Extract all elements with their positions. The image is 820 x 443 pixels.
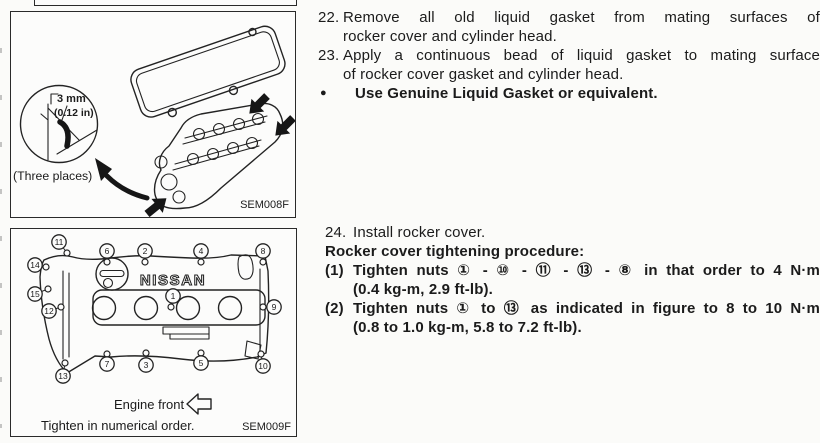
nut-label-circle	[99, 356, 115, 372]
substep-text-line: (0.4 kg-m, 2.9 ft-lb).	[353, 281, 493, 298]
step-24: 24. Install rocker cover.	[325, 223, 820, 242]
nut-stud	[141, 258, 149, 266]
nut-label-number: 6	[105, 246, 110, 256]
nut-stud	[103, 258, 111, 266]
step-text-line: of rocker cover gasket and cylinder head…	[343, 66, 624, 83]
step-text-line: rocker cover and cylinder head.	[343, 28, 557, 45]
engine-front-arrow-icon	[186, 393, 212, 415]
step-22: 22. Remove all old liquid gasket from ma…	[318, 8, 820, 46]
substep-text-line: Tighten nuts ① - ⑩ - ⑪ - ⑬ - ⑧ in that o…	[353, 262, 820, 279]
substep-text-line: Tighten nuts ① to ⑬ as indicated in figu…	[353, 300, 820, 317]
nut-stud	[167, 303, 175, 311]
nut-label-circle	[27, 286, 43, 302]
nut-stud	[259, 303, 267, 311]
nut-label-circle	[193, 355, 209, 371]
figure-liquid-gasket: 3 mm (0.12 in) (Three places) SEM008F	[10, 11, 296, 218]
substep-1: (1) Tighten nuts ① - ⑩ - ⑪ - ⑬ - ⑧ in th…	[325, 261, 820, 299]
nut-label-circle	[266, 299, 282, 315]
nut-label-circle	[27, 257, 43, 273]
cylinder-head-illustration	[153, 102, 284, 210]
bullet-note: ● Use Genuine Liquid Gasket or equivalen…	[318, 84, 820, 103]
rocker-cover-outline	[39, 254, 270, 374]
step-text-line: Install rocker cover.	[353, 224, 486, 241]
nut-label-number: 4	[199, 246, 204, 256]
step-text-line: Apply a continuous bead of liquid gasket…	[343, 47, 820, 64]
nut-label-number: 14	[30, 260, 40, 270]
substep-2: (2) Tighten nuts ① to ⑬ as indicated in …	[325, 299, 820, 337]
nut-stud	[197, 349, 205, 357]
nut-label-number: 3	[144, 360, 149, 370]
previous-figure-edge	[34, 0, 297, 6]
three-places-note: (Three places)	[13, 169, 92, 183]
bead-size-label-inches: (0.12 in)	[54, 107, 94, 119]
nut-label-circle	[137, 243, 153, 259]
engine-front-label: Engine front	[114, 397, 184, 412]
step-text-line: Remove all old liquid gasket from mating…	[343, 9, 820, 26]
instructions-lower: 24. Install rocker cover. Rocker cover t…	[325, 223, 820, 337]
step-23: 23. Apply a continuous bead of liquid ga…	[318, 46, 820, 84]
nut-stud	[44, 285, 52, 293]
substep-number: (2)	[325, 300, 344, 317]
nut-label-circle	[138, 357, 154, 373]
nut-stud	[63, 249, 71, 257]
gasket-point-arrow-right	[275, 115, 295, 136]
nut-label-number: 11	[55, 237, 64, 247]
bullet-icon: ●	[320, 87, 327, 99]
nut-label-number: 12	[44, 306, 54, 316]
nut-stud	[42, 263, 50, 271]
nut-label-circle	[193, 243, 209, 259]
nut-label-circle	[51, 234, 67, 250]
nut-label-number: 1	[171, 291, 176, 301]
nut-label-circle	[41, 303, 57, 319]
nut-label-number: 13	[58, 371, 68, 381]
gasket-point-arrow-bottom	[144, 198, 167, 217]
nut-label-number: 2	[143, 246, 148, 256]
figure-code-bottom: SEM009F	[242, 421, 291, 433]
nut-stud	[259, 258, 267, 266]
substep-number: (1)	[325, 262, 344, 279]
nut-label-circle	[255, 358, 271, 374]
nut-label-circle	[99, 243, 115, 259]
oil-filler-cap	[95, 257, 129, 291]
figure-code-top: SEM008F	[240, 199, 289, 211]
procedure-heading: Rocker cover tightening procedure:	[325, 243, 585, 260]
step-number: 22.	[318, 9, 340, 26]
scan-binding-marks	[0, 48, 2, 428]
nut-label-circle	[255, 243, 271, 259]
nut-stud	[103, 350, 111, 358]
nut-stud	[57, 303, 65, 311]
bead-size-label: 3 mm	[57, 93, 86, 105]
nut-label-circle	[165, 288, 181, 304]
gasket-outline	[130, 25, 286, 118]
gasket-point-arrow-top	[249, 93, 270, 114]
step-number: 23.	[318, 47, 340, 64]
figure-caption: Tighten in numerical order.	[41, 418, 194, 433]
gasket-bead	[57, 119, 71, 149]
liquid-gasket-diagram: 3 mm (0.12 in) (Three places) SEM008F	[13, 25, 295, 217]
nut-stud	[61, 359, 69, 367]
nut-label-circle	[55, 368, 71, 384]
nut-label-number: 15	[30, 289, 40, 299]
step-number: 24.	[325, 224, 347, 241]
nut-label-number: 10	[258, 361, 268, 371]
bullet-text: Use Genuine Liquid Gasket or equivalent.	[355, 85, 658, 102]
magnifier-circle: 3 mm (0.12 in)	[19, 84, 99, 164]
nut-stud	[142, 349, 150, 357]
instructions-upper: 22. Remove all old liquid gasket from ma…	[318, 8, 820, 103]
breather-boss	[237, 254, 254, 280]
magnifier-pointer-arrow	[95, 158, 150, 201]
corner-spout	[244, 340, 262, 360]
nissan-logo: NISSAN	[140, 272, 206, 289]
nut-stud	[257, 350, 265, 358]
nut-stud	[197, 258, 205, 266]
nut-label-number: 9	[272, 302, 277, 312]
nut-label-number: 5	[199, 358, 204, 368]
nut-label-number: 7	[105, 359, 110, 369]
substep-text-line: (0.8 to 1.0 kg-m, 5.8 to 7.2 ft-lb).	[353, 319, 582, 336]
nut-label-number: 8	[261, 246, 266, 256]
